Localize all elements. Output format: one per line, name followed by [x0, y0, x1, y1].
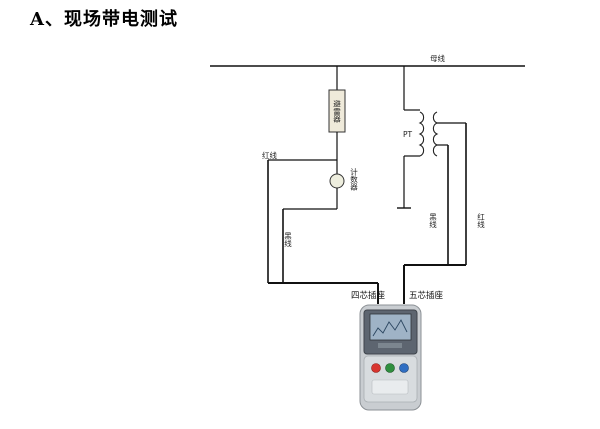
arrester: 避雷器 [328, 89, 346, 133]
pt-label: PT [403, 130, 413, 139]
pt-transformer [418, 111, 439, 157]
black-wire-right-label: 黑线 [428, 213, 437, 229]
page-title: A、现场带电测试 [30, 9, 178, 30]
device-brand-plate [378, 343, 402, 348]
blue-button-icon [399, 363, 409, 373]
device-screen [369, 313, 412, 341]
green-button-icon [385, 363, 395, 373]
busbar-label: 母线 [430, 53, 445, 63]
black-wire-left-label: 黑线 [283, 232, 292, 248]
socket-four-label: 四芯插座 [351, 290, 386, 301]
socket-five-label: 五芯插座 [409, 290, 444, 301]
red-wire-left-label: 红线 [262, 150, 277, 160]
counter-label: 计数器 [349, 167, 358, 192]
red-wire-right-label: 红线 [476, 212, 485, 229]
arrester-label: 避雷器 [332, 99, 341, 124]
red-button-icon [371, 363, 381, 373]
counter-icon [329, 173, 345, 189]
tester-device [359, 304, 422, 411]
